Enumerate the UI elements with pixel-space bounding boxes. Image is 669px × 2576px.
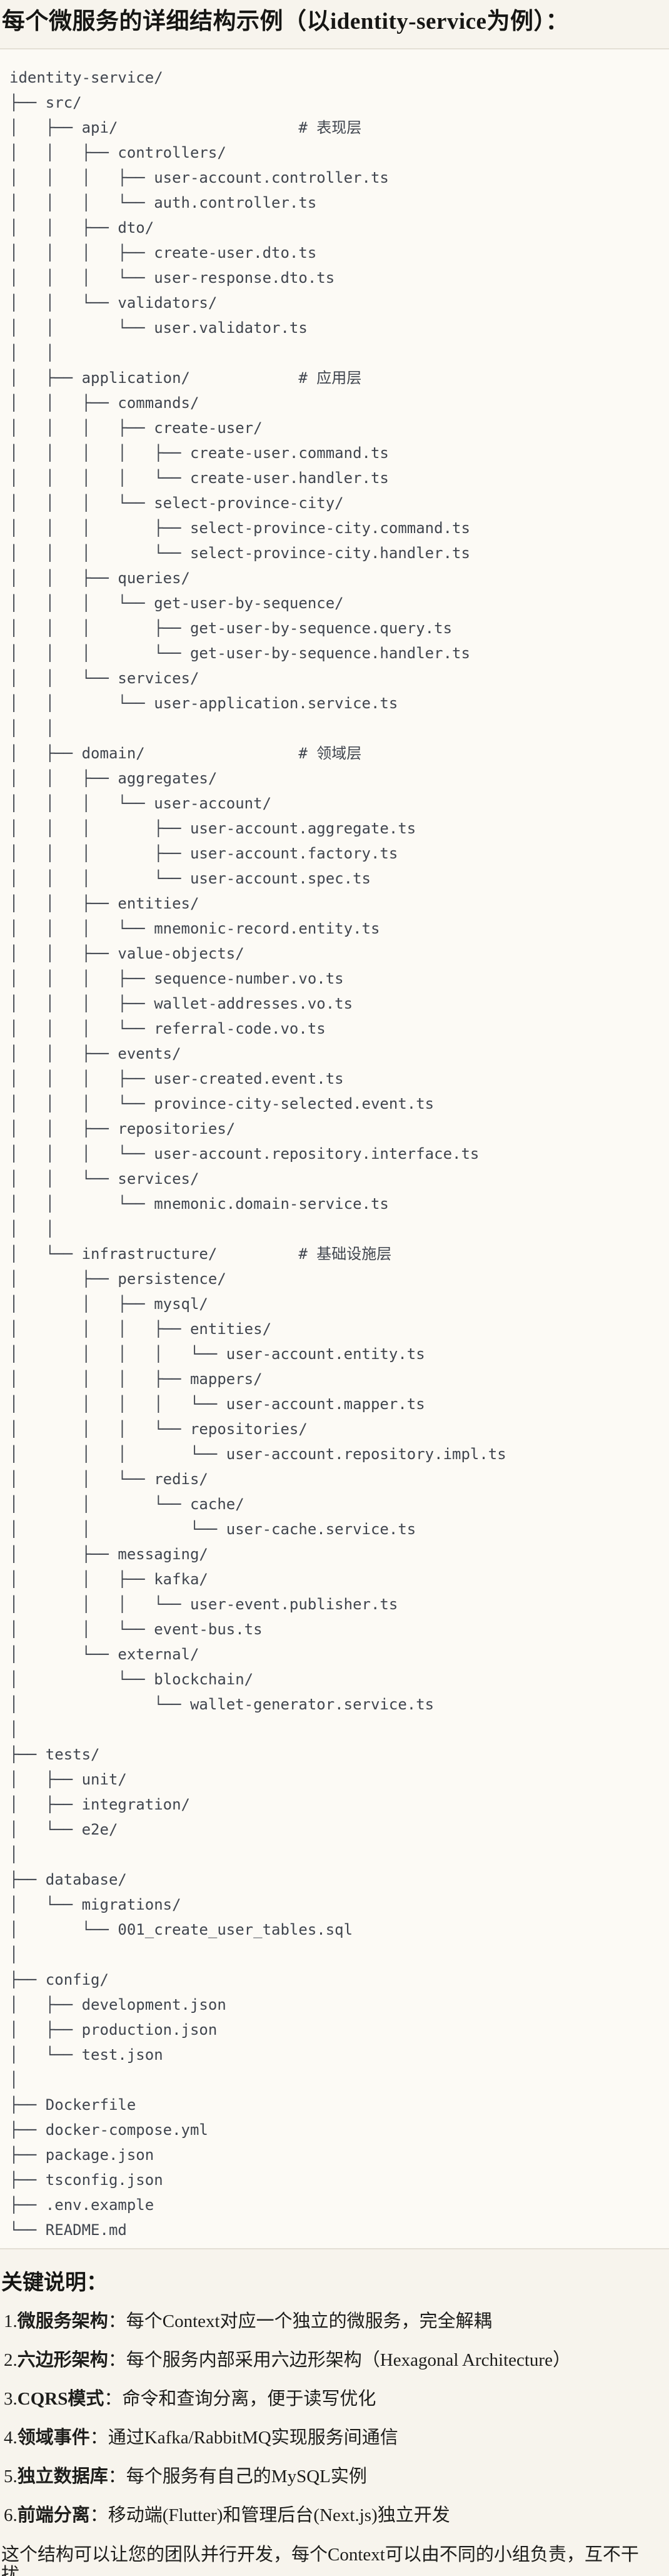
file-tree: identity-service/ ├── src/ │ ├── api/ # … xyxy=(9,69,506,2239)
code-block: identity-service/ ├── src/ │ ├── api/ # … xyxy=(0,48,669,2249)
note-separator: ： xyxy=(89,2428,108,2448)
note-number: 3. xyxy=(4,2389,18,2409)
note-label: CQRS模式 xyxy=(17,2389,104,2409)
note-text: 命令和查询分离，便于读写优化 xyxy=(122,2389,376,2409)
note-item: 2.六边形架构：每个服务内部采用六边形架构（Hexagonal Architec… xyxy=(4,2351,669,2370)
note-number: 1. xyxy=(4,2311,18,2331)
note-number: 4. xyxy=(4,2428,18,2448)
note-label: 微服务架构 xyxy=(17,2311,108,2331)
note-item: 4.领域事件：通过Kafka/RabbitMQ实现服务间通信 xyxy=(4,2428,669,2448)
note-item: 1.微服务架构：每个Context对应一个独立的微服务，完全解耦 xyxy=(4,2312,669,2331)
note-number: 6. xyxy=(4,2505,18,2525)
note-number: 5. xyxy=(4,2467,18,2487)
note-text: 通过Kafka/RabbitMQ实现服务间通信 xyxy=(108,2428,398,2448)
note-text: 每个Context对应一个独立的微服务，完全解耦 xyxy=(126,2311,492,2331)
note-label: 六边形架构 xyxy=(17,2350,108,2370)
note-text: 移动端(Flutter)和管理后台(Next.js)独立开发 xyxy=(108,2505,450,2525)
note-number: 2. xyxy=(4,2350,18,2370)
page-title: 每个微服务的详细结构示例（以identity-service为例）： xyxy=(2,9,569,34)
note-item: 3.CQRS模式：命令和查询分离，便于读写优化 xyxy=(4,2390,669,2409)
note-separator: ： xyxy=(108,2311,126,2331)
note-separator: ： xyxy=(104,2389,123,2409)
note-text: 每个服务有自己的MySQL实例 xyxy=(126,2467,367,2487)
notes-list: 1.微服务架构：每个Context对应一个独立的微服务，完全解耦 2.六边形架构… xyxy=(0,2312,669,2525)
notes-heading: 关键说明： xyxy=(1,2271,108,2294)
note-label: 独立数据库 xyxy=(17,2467,108,2487)
note-item: 6.前端分离：移动端(Flutter)和管理后台(Next.js)独立开发 xyxy=(4,2506,669,2525)
note-label: 领域事件 xyxy=(17,2428,90,2448)
note-separator: ： xyxy=(89,2505,108,2525)
note-label: 前端分离 xyxy=(17,2505,90,2525)
note-separator: ： xyxy=(108,2350,126,2370)
note-item: 5.独立数据库：每个服务有自己的MySQL实例 xyxy=(4,2467,669,2487)
note-separator: ： xyxy=(108,2467,126,2487)
closing-paragraph: 这个结构可以让您的团队并行开发，每个Context可以由不同的小组负责，互不干扰… xyxy=(1,2545,639,2576)
note-text: 每个服务内部采用六边形架构（Hexagonal Architecture） xyxy=(126,2350,571,2370)
